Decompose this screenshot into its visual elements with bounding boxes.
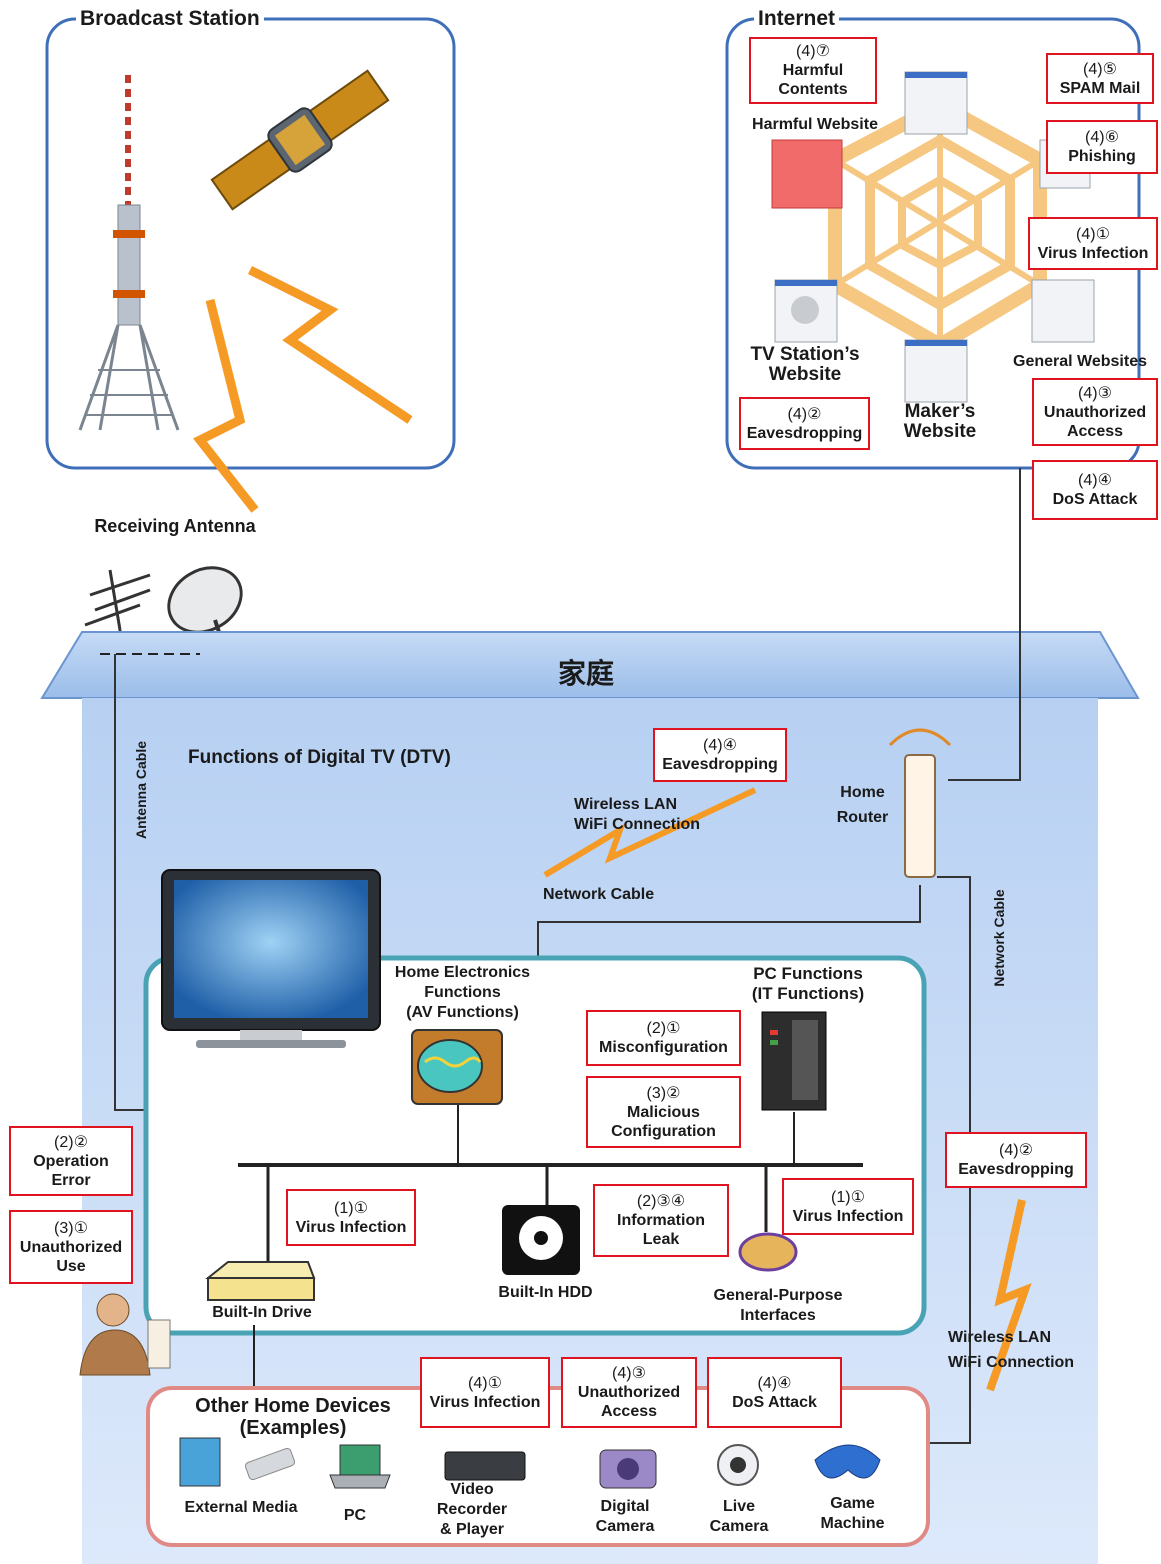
home-router-label: Home Router (836, 784, 889, 826)
built-in-drive-label: Built-In Drive (212, 1304, 312, 1321)
antenna-cable-label: Antenna Cable (133, 741, 149, 840)
home-router-icon (888, 728, 952, 878)
device-label-digital-camera: Digital Camera (595, 1498, 655, 1535)
network-cable-label: Network Cable (543, 886, 655, 903)
wifi-bolt-top (543, 787, 757, 878)
built-in-drive-icon (205, 1261, 316, 1301)
receiving-antenna-label: Receiving Antenna (94, 516, 256, 536)
internet-web-diagram (828, 97, 1047, 354)
satellite-signal-bolt (247, 265, 413, 424)
home-title: 家庭 (558, 658, 615, 689)
wireless-lan-top-label: Wireless LAN WiFi Connection (574, 796, 701, 833)
dtv-functions-title: Functions of Digital TV (DTV) (188, 747, 451, 768)
broadcast-station-frame (45, 17, 456, 470)
user-person-icon (79, 1293, 171, 1376)
internet-router-line (948, 468, 1021, 781)
pc-tower-icon (761, 1011, 827, 1111)
device-label-pc: PC (343, 1507, 367, 1524)
digital-tv-icon (161, 869, 381, 1048)
antenna-cable-line (114, 654, 148, 1111)
general-websites-label: General Websites (1013, 353, 1147, 370)
tv-station-website-label: TV Station’s Website (750, 344, 860, 385)
general-interfaces-icon (738, 1232, 798, 1272)
device-label-video-recorder: Video Recorder & Player (436, 1481, 508, 1538)
device-label-external-media: External Media (184, 1499, 298, 1516)
device-label-live-camera: Live Camera (709, 1498, 769, 1535)
website-page-icons (771, 71, 1095, 403)
general-interfaces-label: General-Purpose Interfaces (713, 1287, 843, 1324)
wireless-lan-right-label: Wireless LAN WiFi Connection (948, 1329, 1075, 1371)
router-dtv-cable (537, 885, 921, 958)
tv-tower-icon (78, 75, 180, 431)
other-devices-title: Other Home Devices (Examples) (195, 1395, 391, 1439)
internet-title: Internet (754, 7, 840, 31)
home-electronics-label: Home Electronics Functions (AV Functions… (394, 964, 531, 1021)
harmful-website-label: Harmful Website (752, 116, 878, 133)
av-functions-icon (411, 1029, 503, 1105)
device-icons (179, 1437, 881, 1489)
pc-functions-label: PC Functions (IT Functions) (751, 964, 865, 1003)
device-label-game-machine: Game Machine (820, 1495, 885, 1532)
built-in-hdd-label: Built-In HDD (498, 1284, 593, 1301)
makers-website-label: Maker’s Website (903, 401, 977, 442)
broadcast-signal-bolt (193, 298, 259, 513)
broadcast-station-title: Broadcast Station (76, 7, 264, 31)
built-in-hdd-icon (502, 1205, 580, 1275)
wifi-bolt-right (986, 1199, 1032, 1392)
network-cable-vertical-label: Network Cable (991, 889, 1007, 987)
satellite-icon (210, 69, 390, 211)
